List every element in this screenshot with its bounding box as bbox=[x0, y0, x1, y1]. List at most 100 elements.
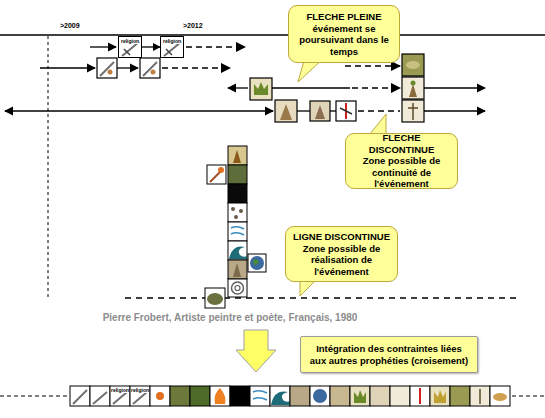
callout-bubble: FLECHE PLEINEévénement se poursuivant da… bbox=[288, 5, 400, 63]
spiral-icon bbox=[235, 286, 240, 291]
icon-box bbox=[310, 101, 330, 121]
icon-box bbox=[310, 386, 330, 406]
icon-box bbox=[290, 386, 310, 406]
sword-icon bbox=[143, 62, 157, 76]
dashed-arrow bbox=[162, 67, 230, 69]
event-line bbox=[330, 110, 336, 111]
rocks-icon bbox=[231, 207, 235, 211]
icon-box bbox=[270, 386, 290, 406]
figure-icon bbox=[411, 81, 416, 86]
crown-icon bbox=[354, 390, 366, 403]
wind-icon bbox=[231, 227, 244, 235]
sword-icon bbox=[100, 62, 114, 76]
figure-icon bbox=[479, 389, 481, 404]
icon-box bbox=[402, 54, 424, 76]
torch-icon bbox=[218, 167, 224, 173]
timeline-axis bbox=[0, 34, 545, 36]
figure-icon bbox=[233, 263, 241, 277]
icon-box bbox=[205, 288, 225, 308]
caption: Pierre Frobert, Artiste peintre et poète… bbox=[60, 312, 400, 323]
callout-bubble: FLECHE DISCONTINUEZone possible de conti… bbox=[345, 133, 458, 189]
event-arrow bbox=[424, 87, 485, 88]
node-text: événement se poursuivant dans le temps bbox=[294, 23, 394, 58]
callout-heading: FLECHE PLEINE bbox=[307, 11, 382, 23]
cross-icon bbox=[340, 108, 352, 114]
icon-box bbox=[228, 279, 247, 297]
sword-icon bbox=[164, 42, 181, 56]
node-text: Intégration des contraintes liées aux au… bbox=[309, 343, 469, 366]
icon-box bbox=[150, 386, 170, 406]
wave-icon bbox=[271, 392, 290, 405]
globe-icon bbox=[250, 256, 264, 270]
icon-box bbox=[70, 386, 90, 406]
spiral-icon bbox=[232, 282, 244, 294]
icon-box bbox=[490, 386, 510, 406]
event-line bbox=[297, 110, 310, 111]
date-marker-line bbox=[48, 36, 49, 300]
icon-box bbox=[248, 254, 266, 272]
icon-box bbox=[140, 58, 160, 78]
sword-icon bbox=[124, 49, 130, 55]
icon-box bbox=[228, 222, 247, 241]
event-arrow bbox=[5, 110, 273, 111]
rocks-icon bbox=[239, 209, 243, 213]
icon-box bbox=[170, 386, 190, 406]
icon-box bbox=[210, 386, 230, 406]
event-arrow bbox=[424, 110, 485, 111]
event-arrow bbox=[90, 46, 116, 47]
sword-icon bbox=[93, 392, 107, 404]
icon-box bbox=[110, 386, 130, 406]
sword-icon bbox=[113, 392, 127, 404]
icon-box bbox=[350, 386, 370, 406]
plant-icon bbox=[233, 150, 241, 163]
icon-box bbox=[336, 101, 356, 121]
icon-box bbox=[430, 386, 450, 406]
icon-box bbox=[470, 386, 490, 406]
icon-box bbox=[410, 386, 430, 406]
figure-icon bbox=[409, 84, 417, 97]
turtle-icon bbox=[207, 293, 223, 305]
icon-background bbox=[160, 36, 184, 58]
icon-box bbox=[228, 165, 247, 184]
dashed-line bbox=[358, 110, 400, 112]
figure-icon bbox=[315, 105, 325, 119]
year-label: >2009 bbox=[60, 22, 80, 29]
event-arrow bbox=[228, 87, 248, 88]
sword-icon bbox=[73, 390, 87, 404]
icon-box bbox=[450, 386, 470, 406]
year-label: >2012 bbox=[183, 22, 203, 29]
dashed-arrow bbox=[345, 65, 400, 67]
callout-bubble: LIGNE DISCONTINUEZone possible de réalis… bbox=[285, 226, 398, 282]
icon-box: religion bbox=[160, 36, 184, 58]
fire-icon bbox=[215, 388, 226, 404]
figure-icon bbox=[280, 104, 292, 120]
bread-icon bbox=[406, 61, 420, 69]
dashed-arrow bbox=[352, 87, 400, 89]
globe-icon bbox=[313, 389, 327, 403]
node-text: Zone possible de continuité de l'événeme… bbox=[351, 155, 452, 190]
globe-icon bbox=[253, 259, 259, 265]
figure-icon bbox=[412, 103, 414, 120]
node-text: religion bbox=[121, 38, 139, 44]
event-arrow bbox=[142, 46, 160, 47]
callout-heading: FLECHE DISCONTINUE bbox=[351, 132, 452, 155]
icon-box: religion bbox=[118, 36, 142, 58]
cross-icon bbox=[419, 388, 421, 404]
sword-icon bbox=[133, 392, 147, 404]
icon-box bbox=[190, 386, 210, 406]
dashed-line bbox=[0, 396, 68, 397]
icon-box bbox=[402, 100, 424, 122]
icon-box bbox=[97, 58, 117, 78]
icon-label: religion bbox=[131, 387, 149, 393]
note-box: Intégration des contraintes liées aux au… bbox=[300, 336, 478, 373]
wave-icon bbox=[229, 247, 247, 260]
crown-icon bbox=[254, 82, 268, 95]
event-arrow bbox=[117, 67, 138, 68]
icon-box bbox=[275, 100, 297, 122]
event-line bbox=[272, 87, 350, 88]
wind-icon bbox=[253, 391, 267, 400]
dashed-line bbox=[125, 297, 520, 299]
callout-heading: LIGNE DISCONTINUE bbox=[293, 231, 390, 243]
dashed-line bbox=[512, 396, 545, 397]
figure-icon bbox=[108, 70, 113, 75]
